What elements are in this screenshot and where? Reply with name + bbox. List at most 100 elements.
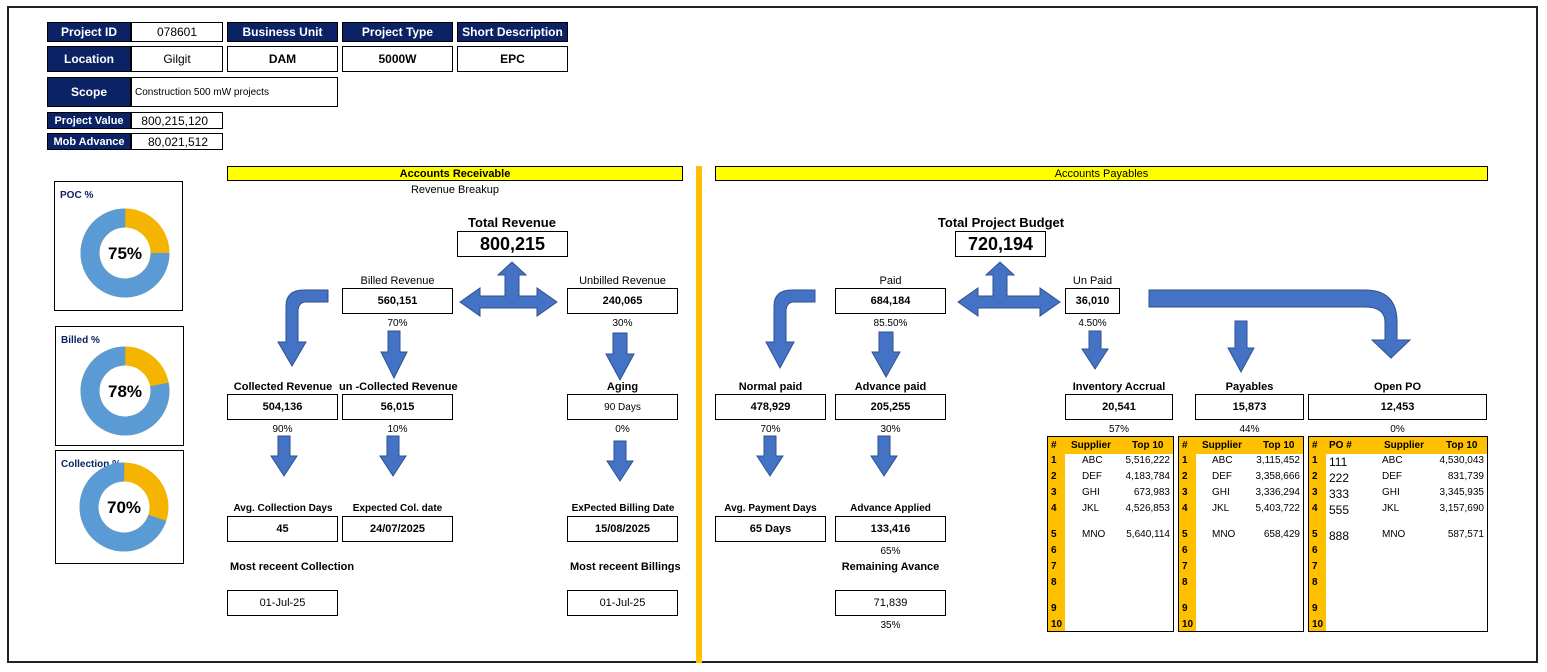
mob-advance-value[interactable]: 80,021,512 bbox=[131, 133, 223, 150]
col-top10: Top 10 bbox=[1132, 440, 1164, 451]
row-number: 5 bbox=[1182, 529, 1188, 540]
po-number-cell: 555 bbox=[1329, 503, 1350, 517]
section-divider bbox=[696, 166, 702, 663]
amount-cell: 4,183,784 bbox=[1125, 471, 1171, 482]
supplier-cell: DEF bbox=[1212, 471, 1232, 482]
donut-fill bbox=[79, 462, 169, 552]
project-type-value[interactable]: 5000W bbox=[342, 46, 453, 72]
location-value[interactable]: Gilgit bbox=[131, 46, 223, 72]
paid-pct: 85.50% bbox=[873, 318, 908, 329]
inventory-accrual-pct: 57% bbox=[1108, 424, 1129, 435]
row-number: 5 bbox=[1051, 529, 1057, 540]
short-description-value[interactable]: EPC bbox=[457, 46, 568, 72]
aging-value: 90 Days bbox=[567, 394, 678, 420]
advance-applied-pct: 65% bbox=[880, 546, 901, 557]
supplier-cell: GHI bbox=[1382, 487, 1400, 498]
remaining-advance-value: 71,839 bbox=[835, 590, 946, 616]
unpaid-pct: 4.50% bbox=[1078, 318, 1107, 329]
col-top10: Top 10 bbox=[1263, 440, 1295, 451]
accounts-receivable-banner: Accounts Receivable bbox=[227, 166, 683, 181]
supplier-cell: GHI bbox=[1082, 487, 1100, 498]
table-rownum-column bbox=[1048, 454, 1065, 631]
supplier-cell: ABC bbox=[1212, 455, 1233, 466]
uncollected-revenue-value: 56,015 bbox=[342, 394, 453, 420]
amount-cell: 3,358,666 bbox=[1255, 471, 1301, 482]
collected-revenue-label: Collected Revenue bbox=[233, 381, 333, 393]
advance-paid-pct: 30% bbox=[880, 424, 901, 435]
open-po-value: 12,453 bbox=[1308, 394, 1487, 420]
row-number: 8 bbox=[1312, 577, 1318, 588]
poc-title: POC % bbox=[60, 190, 94, 201]
project-type-label: Project Type bbox=[342, 22, 453, 42]
table-rownum-column bbox=[1309, 454, 1326, 631]
collection-title: Collection % bbox=[61, 459, 122, 470]
po-number-cell: 222 bbox=[1329, 471, 1350, 485]
ar-bent-arrow bbox=[277, 289, 329, 367]
table-header bbox=[1309, 437, 1487, 454]
amount-cell: 3,157,690 bbox=[1439, 503, 1485, 514]
row-number: 7 bbox=[1182, 561, 1188, 572]
normal-paid-value: 478,929 bbox=[715, 394, 826, 420]
amount-cell: 4,530,043 bbox=[1439, 455, 1485, 466]
ar-down-arrow-avg-col bbox=[270, 435, 298, 477]
row-number: 3 bbox=[1312, 487, 1318, 498]
recent-collection-value: 01-Jul-25 bbox=[227, 590, 338, 616]
total-revenue-value: 800,215 bbox=[457, 231, 568, 257]
row-number: 7 bbox=[1051, 561, 1057, 572]
row-number: 10 bbox=[1051, 619, 1063, 630]
supplier-cell: ABC bbox=[1082, 455, 1103, 466]
advance-applied-value: 133,416 bbox=[835, 516, 946, 542]
amount-cell: 587,571 bbox=[1447, 529, 1484, 540]
project-value-value[interactable]: 800,215,120 bbox=[131, 112, 223, 129]
paid-label: Paid bbox=[879, 275, 902, 287]
supplier-cell: DEF bbox=[1382, 471, 1402, 482]
ap-bent-arrow bbox=[765, 289, 816, 370]
scope-value[interactable]: Construction 500 mW projects bbox=[131, 77, 338, 107]
expected-billing-date-label: ExPected Billing Date bbox=[571, 503, 675, 514]
remaining-advance-label: Remaining Avance bbox=[841, 561, 940, 573]
amount-cell: 3,336,294 bbox=[1255, 487, 1301, 498]
supplier-cell: MNO bbox=[1082, 529, 1106, 540]
normal-paid-pct: 70% bbox=[760, 424, 781, 435]
collected-revenue-pct: 90% bbox=[272, 424, 293, 435]
row-number: 3 bbox=[1051, 487, 1057, 498]
amount-cell: 658,429 bbox=[1263, 529, 1300, 540]
dashboard-frame bbox=[7, 6, 1538, 663]
avg-payment-days-label: Avg. Payment Days bbox=[724, 503, 817, 514]
amount-cell: 3,115,452 bbox=[1256, 455, 1300, 466]
payables-pct: 44% bbox=[1239, 424, 1260, 435]
uncollected-revenue-pct: 10% bbox=[387, 424, 408, 435]
advance-paid-value: 205,255 bbox=[835, 394, 946, 420]
row-number: 2 bbox=[1051, 471, 1057, 482]
project-id-value[interactable]: 078601 bbox=[131, 22, 223, 42]
amount-cell: 831,739 bbox=[1447, 471, 1484, 482]
open-po-label: Open PO bbox=[1373, 381, 1422, 393]
total-revenue-label: Total Revenue bbox=[468, 215, 556, 230]
supplier-cell: MNO bbox=[1212, 529, 1236, 540]
row-number: 1 bbox=[1051, 455, 1057, 466]
row-number: 8 bbox=[1051, 577, 1057, 588]
donut-fill bbox=[80, 208, 170, 298]
supplier-cell: JKL bbox=[1382, 503, 1400, 514]
amount-cell: 673,983 bbox=[1133, 487, 1170, 498]
remaining-advance-pct: 35% bbox=[880, 620, 901, 631]
supplier-cell: JKL bbox=[1212, 503, 1230, 514]
row-number: 1 bbox=[1182, 455, 1188, 466]
inventory-accrual-label: Inventory Accrual bbox=[1072, 381, 1166, 393]
avg-collection-days-value: 45 bbox=[227, 516, 338, 542]
ar-down-arrow-uncollected bbox=[380, 330, 408, 380]
mob-advance-label: Mob Advance bbox=[47, 133, 131, 150]
avg-collection-days-label: Avg. Collection Days bbox=[233, 503, 333, 514]
ap-bent-arrow-open-po bbox=[1148, 289, 1412, 359]
col-supplier: Supplier bbox=[1071, 440, 1112, 451]
row-number: 10 bbox=[1182, 619, 1194, 630]
business-unit-value[interactable]: DAM bbox=[227, 46, 338, 72]
normal-paid-label: Normal paid bbox=[738, 381, 803, 393]
table-header bbox=[1179, 437, 1303, 454]
col-hash: # bbox=[1312, 440, 1318, 451]
expected-billing-date-value: 15/08/2025 bbox=[567, 516, 678, 542]
row-number: 4 bbox=[1312, 503, 1318, 514]
